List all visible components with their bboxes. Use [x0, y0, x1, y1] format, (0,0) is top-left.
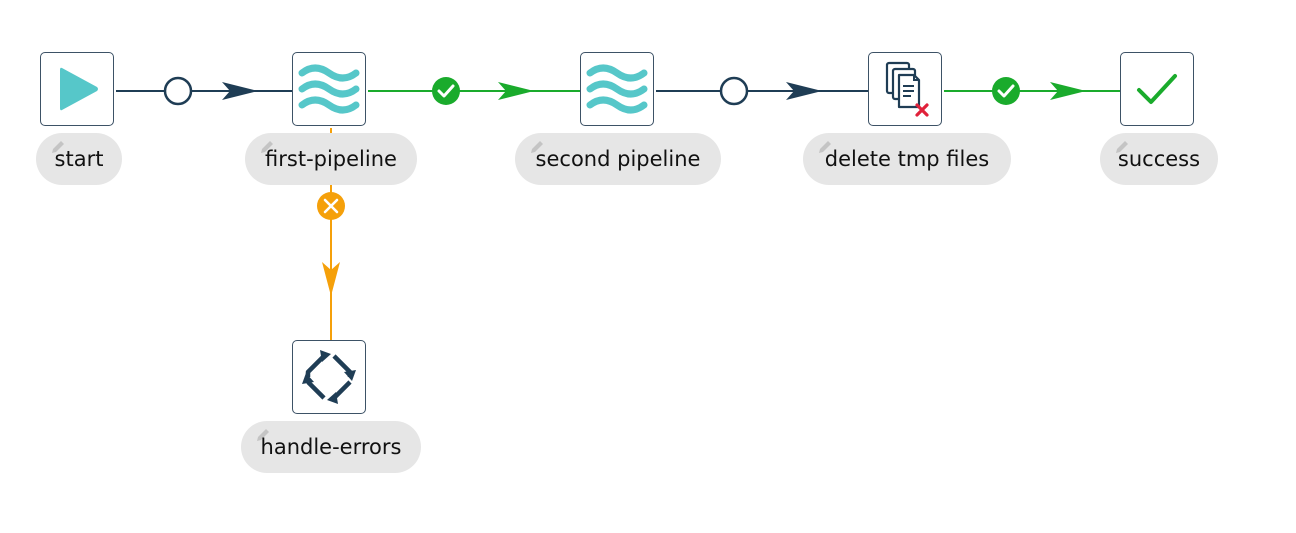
hop-start-to-first-pipeline[interactable] [116, 76, 292, 106]
pencil-icon [257, 429, 269, 441]
arrowhead-icon [222, 82, 258, 100]
node-label-text: delete tmp files [824, 147, 990, 171]
node-start[interactable] [40, 52, 114, 126]
pencil-icon [819, 141, 831, 153]
transform-icon [302, 350, 356, 404]
success-hop-icon[interactable] [992, 77, 1020, 105]
pipeline-icon [298, 64, 360, 114]
success-hop-icon[interactable] [432, 77, 460, 105]
node-label-text: handle-errors [260, 435, 402, 459]
node-label-text: first-pipeline [265, 147, 397, 171]
arrowhead-icon [322, 262, 340, 296]
node-label-text: second pipeline [535, 147, 701, 171]
hop-first-to-second-pipeline[interactable] [368, 77, 580, 105]
node-label-success[interactable]: success [1100, 133, 1218, 185]
arrowhead-icon [786, 82, 822, 100]
pencil-icon [261, 141, 273, 153]
node-label-handle-errors[interactable]: handle-errors [241, 421, 421, 473]
node-second-pipeline[interactable] [580, 52, 654, 126]
hop-delete-to-success[interactable] [944, 77, 1120, 105]
node-label-delete-tmp-files[interactable]: delete tmp files [803, 133, 1011, 185]
error-hop-icon[interactable] [317, 192, 345, 220]
pipeline-icon [586, 64, 648, 114]
unconditional-hop-icon[interactable] [163, 76, 193, 106]
arrowhead-icon [498, 82, 534, 100]
pencil-icon [531, 141, 543, 153]
pencil-icon [1116, 141, 1128, 153]
pencil-icon [52, 141, 64, 153]
node-label-text: success [1117, 147, 1201, 171]
node-success[interactable] [1120, 52, 1194, 126]
node-handle-errors[interactable] [292, 340, 366, 414]
node-label-text: start [54, 147, 104, 171]
delete-files-icon [885, 61, 929, 117]
unconditional-hop-icon[interactable] [719, 76, 749, 106]
hop-first-pipeline-to-handle-errors[interactable] [317, 128, 345, 340]
node-label-first-pipeline[interactable]: first-pipeline [245, 133, 417, 185]
node-first-pipeline[interactable] [292, 52, 366, 126]
arrowhead-icon [1050, 82, 1086, 100]
checkmark-icon [1137, 74, 1177, 104]
hop-second-pipeline-to-delete[interactable] [656, 76, 868, 106]
node-label-second-pipeline[interactable]: second pipeline [515, 133, 721, 185]
play-icon [60, 67, 98, 111]
node-label-start[interactable]: start [36, 133, 122, 185]
node-delete-tmp-files[interactable] [868, 52, 942, 126]
